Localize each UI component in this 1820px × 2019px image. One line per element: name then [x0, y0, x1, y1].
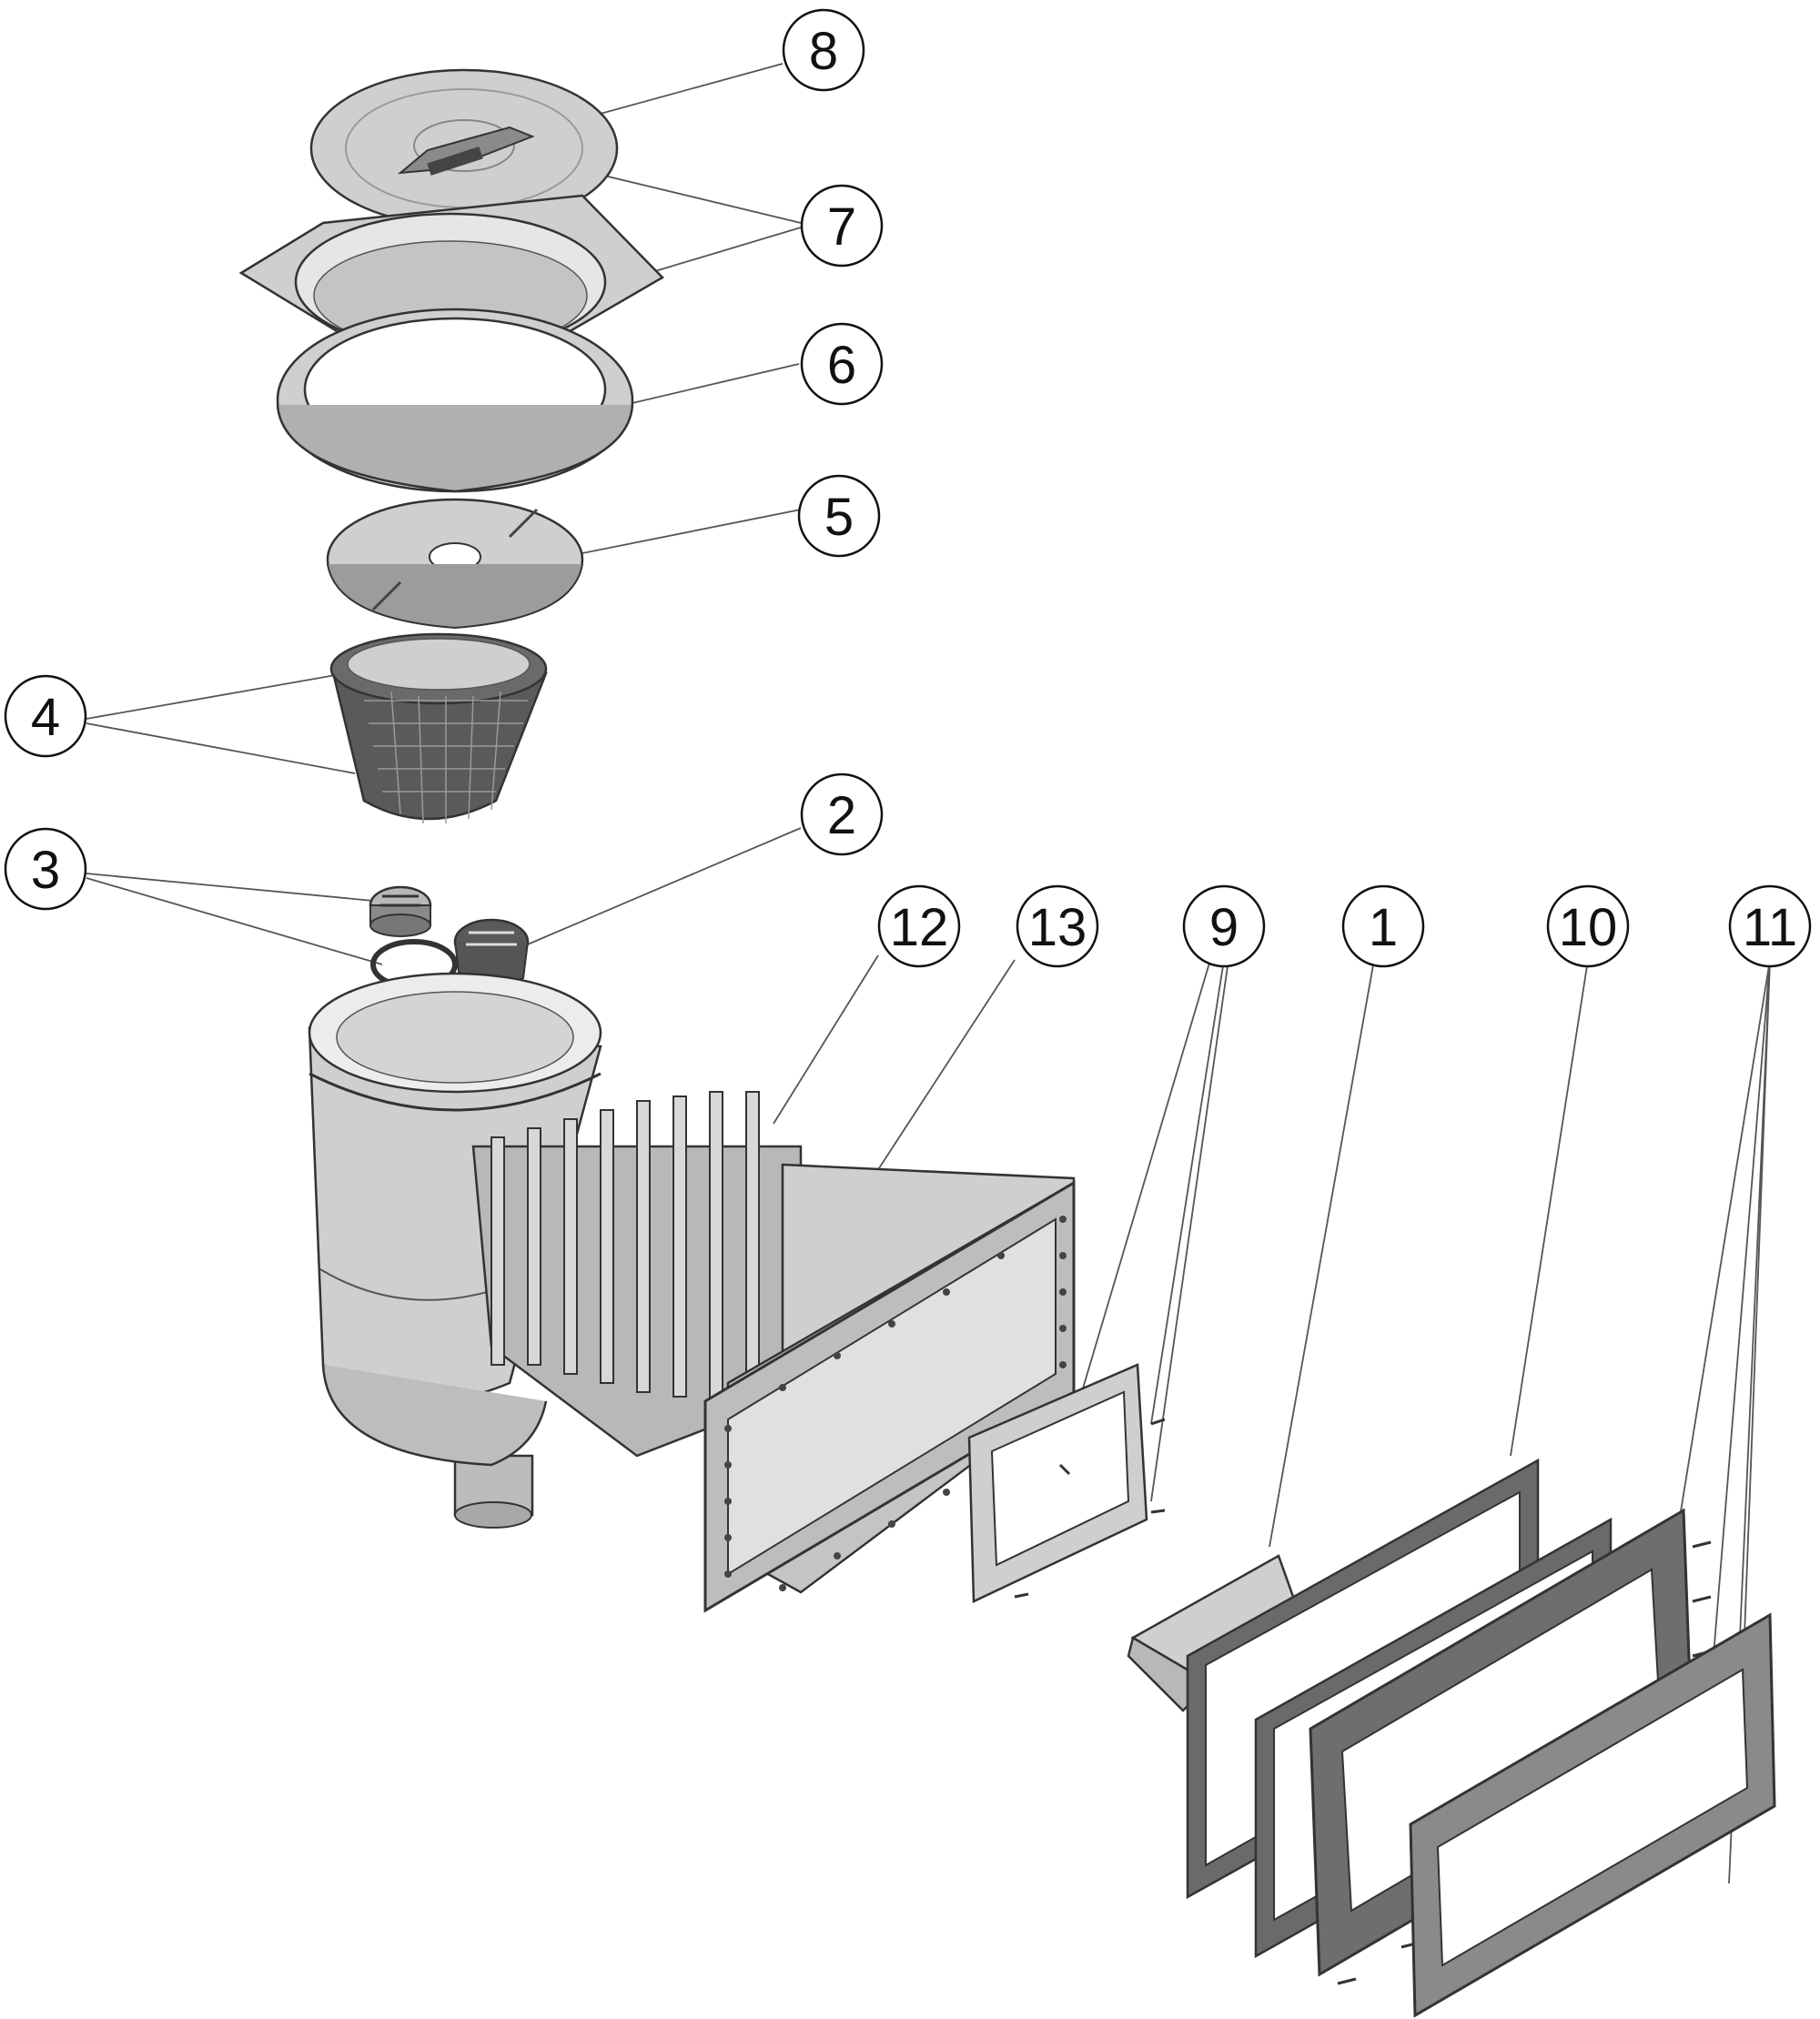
- lid-part-8: [309, 68, 619, 228]
- svg-text:8: 8: [809, 22, 838, 81]
- svg-text:3: 3: [31, 841, 60, 900]
- svg-text:13: 13: [1028, 898, 1087, 957]
- callout-9: 9: [1182, 884, 1266, 968]
- svg-text:9: 9: [1209, 898, 1239, 957]
- basket-part-4: [329, 632, 548, 824]
- leader-lines: [86, 63, 1771, 1884]
- callout-3: 3: [4, 827, 87, 911]
- callout-10: 10: [1546, 884, 1630, 968]
- callout-2: 2: [800, 772, 884, 856]
- skimmer-body: [308, 972, 1076, 1613]
- disc-part-5: [326, 498, 584, 630]
- collar-ring-part-6: [276, 308, 634, 493]
- callout-7: 7: [800, 184, 884, 268]
- callout-11: 11: [1728, 884, 1812, 968]
- trim-frame-part-11: [1409, 1612, 1776, 2018]
- svg-text:12: 12: [890, 898, 949, 957]
- callout-5: 5: [797, 474, 881, 558]
- small-frame-part-9: [967, 1363, 1166, 1603]
- callout-12: 12: [877, 884, 961, 968]
- svg-text:2: 2: [827, 786, 856, 845]
- plug-part-3: [369, 885, 458, 990]
- svg-text:1: 1: [1369, 898, 1398, 957]
- callout-8: 8: [782, 8, 865, 92]
- svg-text:4: 4: [31, 688, 60, 747]
- callout-4: 4: [4, 674, 87, 758]
- svg-text:6: 6: [827, 336, 856, 395]
- callout-1: 1: [1341, 884, 1425, 968]
- svg-text:7: 7: [827, 197, 856, 257]
- frame-part-7: [238, 194, 665, 402]
- svg-text:10: 10: [1559, 898, 1618, 957]
- callout-6: 6: [800, 322, 884, 406]
- svg-text:11: 11: [1743, 898, 1797, 957]
- svg-text:5: 5: [824, 488, 854, 547]
- callout-13: 13: [1016, 884, 1099, 968]
